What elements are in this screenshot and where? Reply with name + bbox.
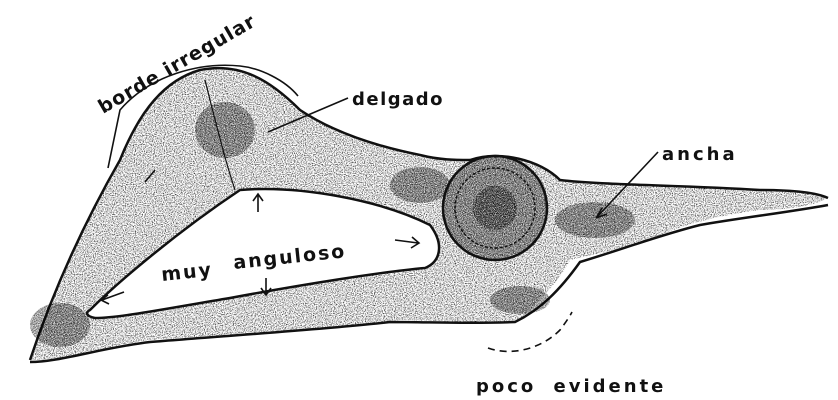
bone-body: [30, 68, 828, 362]
dark-zone-top: [195, 102, 255, 158]
bone-fill: [30, 68, 828, 360]
label-delgado: delgado: [352, 89, 444, 110]
dark-zone-bottom: [490, 286, 550, 314]
dark-zone-right: [555, 202, 635, 238]
dark-zone-left: [30, 303, 90, 347]
label-ancha: ancha: [662, 144, 738, 165]
orbit-ring: [443, 156, 547, 260]
label-poco-evidente: poco evidente: [476, 376, 666, 397]
dark-zone-joint: [390, 167, 450, 203]
